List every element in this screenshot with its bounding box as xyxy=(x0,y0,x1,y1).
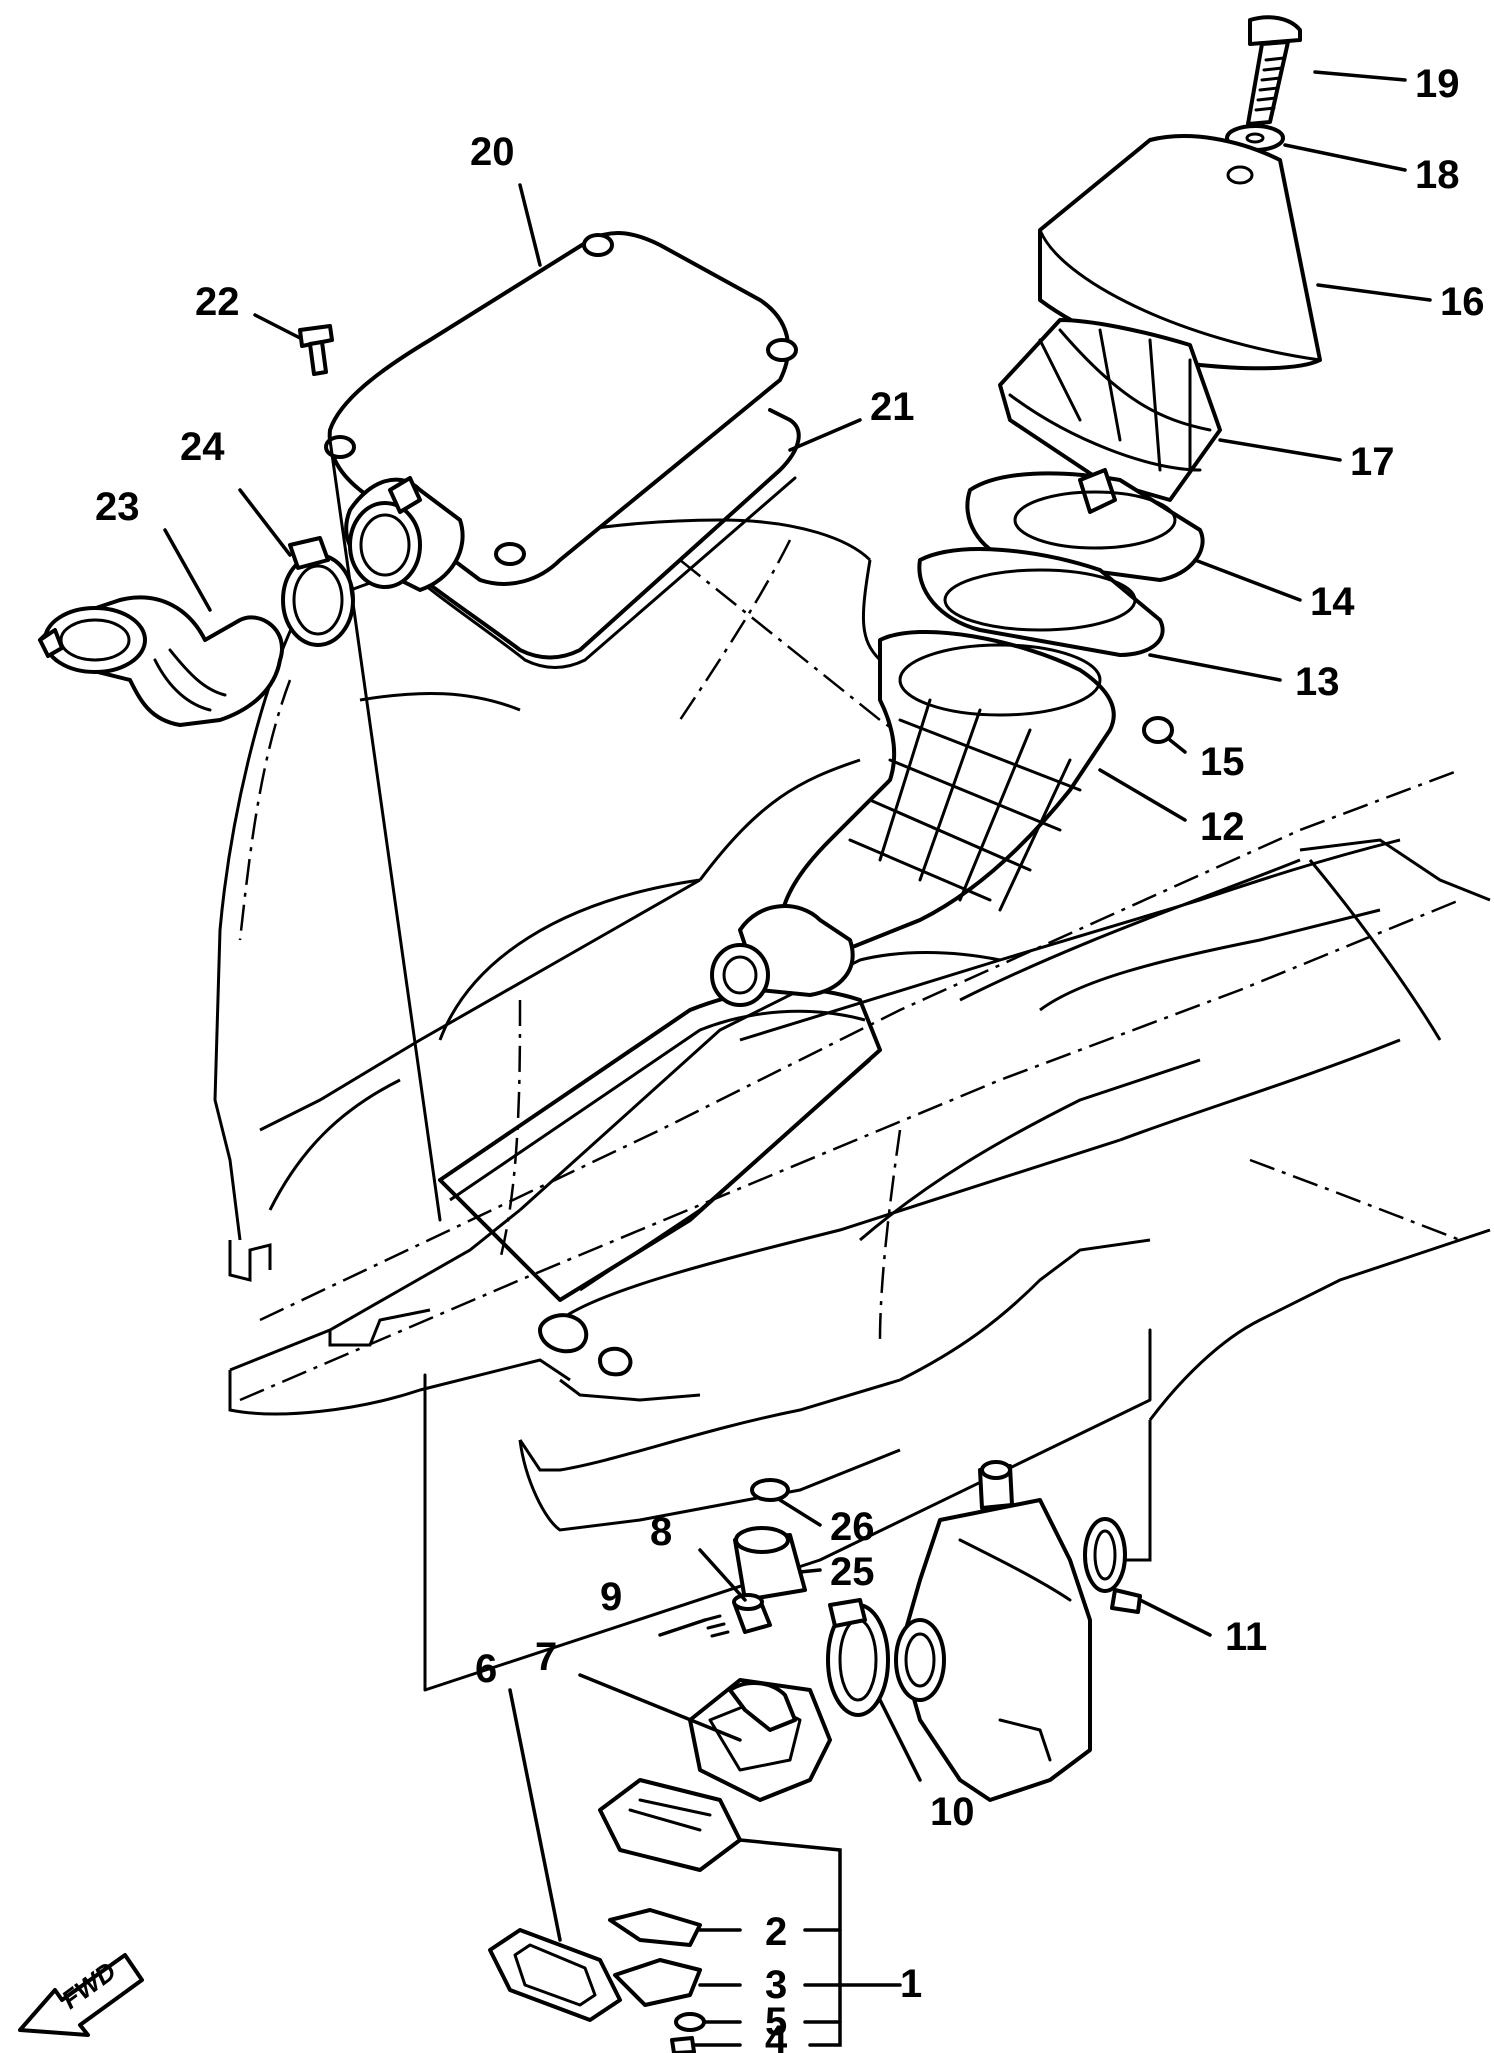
part-clamp-10 xyxy=(826,1598,890,1717)
callout-12: 12 xyxy=(1200,805,1245,849)
part-stopper-2 xyxy=(608,1908,702,1947)
callout-21: 21 xyxy=(870,385,915,429)
part-bolt-19 xyxy=(1246,15,1302,126)
part-bolt-22 xyxy=(298,324,334,376)
leader-lines xyxy=(163,70,1432,2047)
callout-numbers: 1 2 3 4 5 6 7 8 9 10 11 12 13 14 15 16 1… xyxy=(95,62,1485,2053)
part-air-box-gasket xyxy=(398,408,801,669)
callout-7: 7 xyxy=(535,1635,557,1679)
part-intake-elbow xyxy=(38,595,284,727)
callout-5: 5 xyxy=(765,2000,787,2044)
callout-24: 24 xyxy=(180,425,225,469)
part-ring-26 xyxy=(750,1478,790,1502)
callout-15: 15 xyxy=(1200,740,1245,784)
part-nut-15 xyxy=(1142,716,1174,744)
callout-14: 14 xyxy=(1310,580,1355,624)
callout-8: 8 xyxy=(650,1510,672,1554)
callout-18: 18 xyxy=(1415,153,1460,197)
callout-16: 16 xyxy=(1440,280,1485,324)
bolt-22-guide-line xyxy=(328,438,442,1222)
part-gasket-13 xyxy=(917,547,1165,657)
callout-4: 4 xyxy=(765,2018,788,2053)
part-reed-valve xyxy=(598,1778,742,1872)
callout-1: 1 xyxy=(900,1962,922,2006)
callout-22: 22 xyxy=(195,280,240,324)
callout-11: 11 xyxy=(1225,1615,1267,1659)
part-gasket-6 xyxy=(488,1928,622,2022)
hull-outline xyxy=(213,518,1491,1562)
group-bracket-lower xyxy=(423,1328,1152,1692)
part-sleeve-25 xyxy=(733,1526,807,1602)
part-air-box-cover xyxy=(324,231,798,586)
callout-25: 25 xyxy=(830,1550,875,1594)
part-reed-3 xyxy=(613,1958,702,2007)
part-duct-12 xyxy=(710,629,1116,1007)
part-cover-16 xyxy=(1038,134,1322,371)
callout-2: 2 xyxy=(765,1910,787,1954)
callout-10: 10 xyxy=(930,1790,975,1834)
part-fitting-8 xyxy=(732,1593,772,1634)
part-screw-4 xyxy=(670,2036,696,2053)
callout-26: 26 xyxy=(830,1505,875,1549)
part-hose-clamp-24 xyxy=(281,536,355,647)
callout-9: 9 xyxy=(600,1575,622,1619)
callout-20: 20 xyxy=(470,130,515,174)
callout-13: 13 xyxy=(1295,660,1340,704)
callout-23: 23 xyxy=(95,485,140,529)
callout-17: 17 xyxy=(1350,440,1395,484)
part-spring-9 xyxy=(703,1614,730,1638)
callout-3: 3 xyxy=(765,1963,787,2007)
part-air-box-outlet xyxy=(344,476,465,592)
part-washer-5 xyxy=(674,2012,706,2032)
callout-6: 6 xyxy=(475,1647,497,1691)
callout-19: 19 xyxy=(1415,62,1460,106)
part-carburetor xyxy=(894,1460,1092,1802)
forward-arrow-icon: FWD xyxy=(18,1953,144,2037)
part-manifold-7 xyxy=(688,1678,832,1802)
part-clamp-11 xyxy=(1083,1517,1142,1614)
